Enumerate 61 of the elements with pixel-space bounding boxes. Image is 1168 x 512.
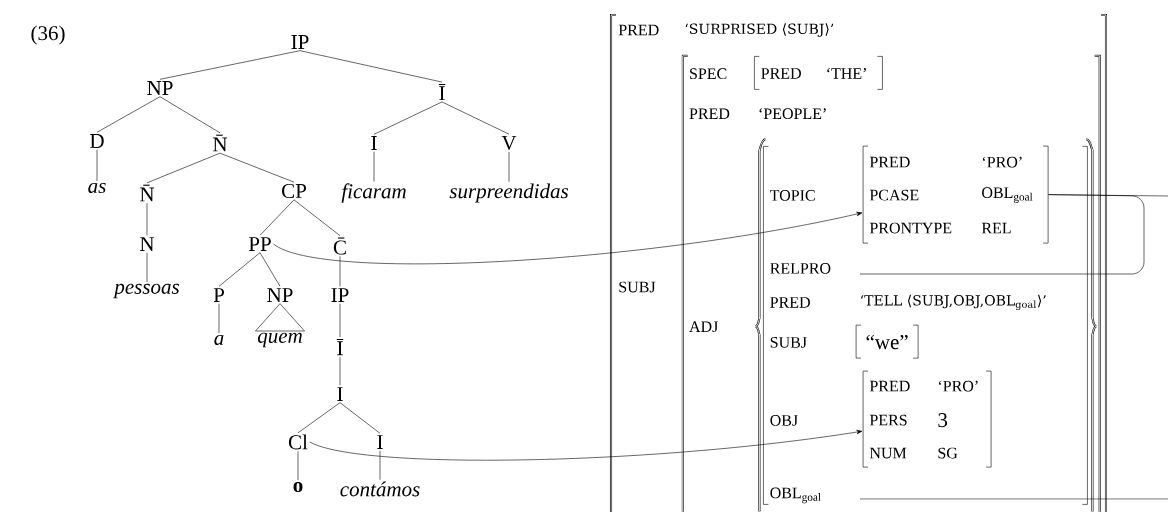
word-label: ficaram <box>341 183 406 203</box>
word-label: surpreendidas <box>449 183 569 203</box>
tree-branch <box>508 151 510 182</box>
category-label: Cl <box>288 434 308 450</box>
tree-branch <box>218 252 261 287</box>
category-label: N <box>140 237 155 251</box>
category-label: PP <box>248 237 271 251</box>
category-label: CP <box>282 183 306 199</box>
category-label: IP <box>331 288 349 302</box>
attribute-value-matrix: PRED ‘PRO’ PCASE OBL$_{goal}$ PRONTYPE REL <box>862 145 1049 244</box>
word-label: quem <box>257 332 302 348</box>
tree-branch <box>297 402 341 434</box>
tree-branch <box>339 256 341 287</box>
structure-sharing-line <box>859 194 1145 275</box>
word-label: contámos <box>340 481 420 497</box>
tree-branch <box>373 101 443 135</box>
tree-branch <box>219 152 295 183</box>
tree-branch <box>297 450 299 481</box>
example-number: (36) <box>31 25 65 45</box>
tree-branch <box>159 96 221 134</box>
category-label: I <box>377 435 383 449</box>
tree-branch <box>339 356 341 386</box>
arrow <box>309 429 863 461</box>
tree-branch <box>339 402 381 434</box>
category-label: IP <box>291 35 309 49</box>
category-label: NP <box>267 288 293 302</box>
tree-branch <box>146 152 221 184</box>
category-label: Ī <box>336 338 344 356</box>
tree-branch <box>159 50 301 80</box>
arrow <box>273 211 863 265</box>
category-label: Ī <box>438 83 446 101</box>
tree-branch <box>146 252 148 283</box>
word-label: as <box>88 182 106 194</box>
tree-branch <box>373 151 375 182</box>
tree-branch <box>293 199 341 236</box>
tree-branch <box>259 252 281 287</box>
tree-branch <box>339 303 341 338</box>
tree-branch <box>299 50 443 83</box>
tree-branch <box>146 202 148 236</box>
tree-branch <box>441 101 510 135</box>
category-label: D <box>90 134 104 148</box>
triangle-branch <box>255 303 305 332</box>
word-label: o <box>293 481 303 493</box>
category-label: P <box>213 288 224 302</box>
category-label: NP <box>147 81 173 95</box>
category-label: I <box>337 387 343 401</box>
tree-branch <box>218 303 220 334</box>
word-label: a <box>214 334 224 346</box>
attribute-value-matrix: PRED ‘THE’ <box>754 56 883 90</box>
attribute-value-matrix: PRED ‘PRO’ PERS 3 NUM SG <box>862 370 992 468</box>
tree-branch <box>259 199 295 236</box>
tree-branch <box>96 149 98 182</box>
tree-branch <box>379 450 381 481</box>
attribute-value-matrix: “we” <box>855 324 919 359</box>
category-label: C̄ <box>333 237 346 255</box>
category-label: N̄ <box>213 134 228 152</box>
word-label: pessoas <box>113 283 180 299</box>
tree-branch <box>96 96 161 133</box>
category-label: V <box>501 135 517 151</box>
category-label: N̄ <box>140 184 155 202</box>
category-label: I <box>371 136 377 150</box>
